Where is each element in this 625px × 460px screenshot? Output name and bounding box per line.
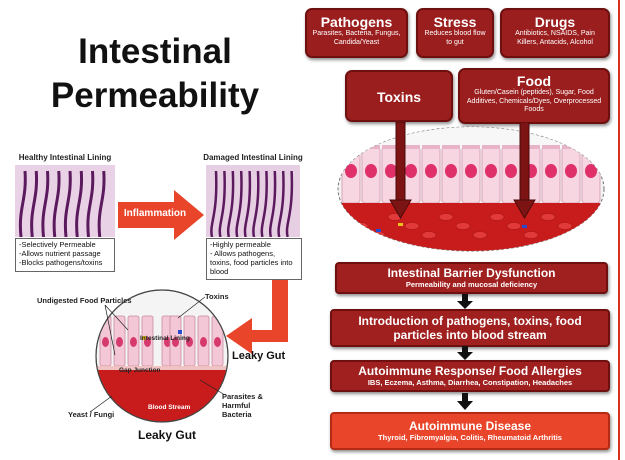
blood-cell (489, 213, 505, 221)
healthy-lining-label: Healthy Intestinal Lining (18, 153, 112, 162)
title-line-2: Permeability (50, 76, 260, 115)
leaky-gut-caption: Leaky Gut (138, 428, 197, 442)
flow-autoimmune-response: Autoimmune Response/ Food Allergies IBS,… (330, 360, 610, 392)
flow-heading: Autoimmune Disease (408, 419, 532, 433)
flow-heading: Intestinal Barrier Dysfunction (387, 266, 556, 280)
inflammation-arrow (118, 190, 204, 240)
villus-stroke (86, 170, 95, 237)
blood-cell (506, 222, 522, 230)
flow-detail: IBS, Eczema, Asthma, Diarrhea, Constipat… (367, 378, 573, 387)
blood-cell (557, 222, 573, 230)
damaged-bullet: -Highly permeable (210, 240, 271, 249)
title-line-1: Intestinal (78, 32, 232, 71)
blood-stream-label: Blood Stream (148, 404, 191, 411)
damaged-lining-caption: -Highly permeable - Allows pathogens, to… (206, 238, 302, 280)
undigested-food-label: Undigested Food Particles (37, 296, 132, 305)
cause-heading: Pathogens (320, 14, 393, 30)
cause-arrows (389, 122, 536, 219)
cause-pathogens-box: Pathogens Parasites, Bacteria, Fungus, C… (305, 8, 408, 58)
pathogen-mark (376, 229, 381, 232)
cause-toxins-box: Toxins (345, 70, 453, 122)
villus-stroke (63, 170, 72, 237)
cause-detail: Antibiotics, NSAIDS, Pain Killers, Antac… (515, 30, 595, 46)
blood-cell (404, 222, 420, 230)
blood-cell (540, 213, 556, 221)
blood-cell (523, 231, 539, 239)
damaged-lining-micrograph (206, 165, 300, 237)
leaky-gut-arrow-label: Leaky Gut (232, 350, 286, 362)
lining-cell (197, 315, 210, 367)
epithelial-cell (461, 145, 481, 204)
flow-detail: Permeability and mucosal deficiency (405, 280, 538, 289)
villus-stroke (268, 170, 277, 237)
blood-cell (438, 213, 454, 221)
toxin-particle (142, 336, 146, 340)
flow-barrier-dysfunction: Intestinal Barrier Dysfunction Permeabil… (335, 262, 608, 294)
flow-arrow-1 (457, 294, 473, 309)
leaky-gut-arrow (226, 280, 288, 354)
villus-stroke (243, 170, 252, 237)
gap-junction-label: Gap Junction (119, 367, 161, 374)
healthy-bullet: -Allows nutrient passage (19, 249, 101, 258)
yeast-label: Yeast / Fungi (68, 410, 115, 419)
lining-cell (113, 315, 126, 367)
villus-stroke (52, 170, 61, 237)
parasites-label: Parasites & Harmful Bacteria (222, 392, 263, 419)
cause-drugs-box: Drugs Antibiotics, NSAIDS, Pain Killers,… (500, 8, 610, 58)
damaged-lining-label: Damaged Intestinal Lining (203, 153, 303, 162)
flow-heading: Introduction of pathogens, toxins, food … (358, 314, 582, 342)
epithelial-cell (481, 145, 501, 204)
pathogen-mark (522, 225, 527, 228)
villus-stroke (226, 170, 235, 237)
cause-heading: Drugs (534, 14, 576, 30)
epithelial-cell (401, 145, 421, 204)
healthy-lining-caption: -Selectively Permeable -Allows nutrient … (15, 238, 115, 272)
cause-detail: Reduces blood flow to gut (424, 30, 486, 46)
inflammation-label: Inflammation (123, 208, 187, 219)
flow-arrow-2 (457, 346, 473, 360)
leaky-gut-diagram (95, 289, 229, 423)
healthy-bullet: -Blocks pathogens/toxins (19, 258, 103, 267)
villus-stroke (97, 170, 106, 237)
cause-detail: Gluten/Casein (peptides), Sugar, Food Ad… (466, 89, 602, 113)
healthy-bullet: -Selectively Permeable (19, 240, 96, 249)
villus-stroke (18, 170, 27, 237)
flow-heading: Autoimmune Response/ Food Allergies (358, 364, 582, 378)
cause-heading: Stress (433, 14, 477, 30)
cause-detail: Parasites, Bacteria, Fungus, Candida/Yea… (312, 30, 401, 46)
flow-autoimmune-disease: Autoimmune Disease Thyroid, Fibromyalgia… (330, 412, 610, 450)
cause-heading: Toxins (376, 89, 422, 105)
flow-detail: Thyroid, Fibromyalgia, Colitis, Rheumato… (378, 433, 562, 442)
blood-cell (455, 222, 471, 230)
villus-stroke (260, 170, 268, 237)
villus-stroke (235, 170, 243, 237)
bacteria-particle (178, 330, 182, 334)
villus-stroke (30, 170, 39, 237)
epithelial-cell (421, 145, 441, 204)
villus-stroke (252, 170, 260, 237)
villus-stroke (41, 170, 50, 237)
flow-arrow-3 (457, 393, 473, 410)
villus-stroke (285, 170, 294, 237)
villus-stroke (277, 170, 285, 237)
intestinal-lining-label: Intestinal Lining (140, 335, 190, 342)
healthy-lining-micrograph (15, 165, 115, 237)
right-border-line (618, 0, 620, 460)
page-title: Intestinal Permeability (30, 30, 280, 118)
cause-stress-box: Stress Reduces blood flow to gut (416, 8, 494, 58)
blood-cell (472, 231, 488, 239)
flow-introduction: Introduction of pathogens, toxins, food … (330, 309, 610, 347)
toxins-label: Toxins (205, 292, 229, 301)
villus-stroke (75, 170, 84, 237)
villus-stroke (210, 170, 218, 237)
damaged-bullet: - Allows pathogens, toxins, food particl… (210, 249, 293, 276)
cause-food-box: Food Gluten/Casein (peptides), Sugar, Fo… (458, 68, 610, 124)
villus-stroke (218, 170, 226, 237)
blood-cell (421, 231, 437, 239)
toxin-mark (398, 223, 403, 226)
cause-heading: Food (516, 73, 552, 89)
lining-cell (169, 315, 182, 367)
